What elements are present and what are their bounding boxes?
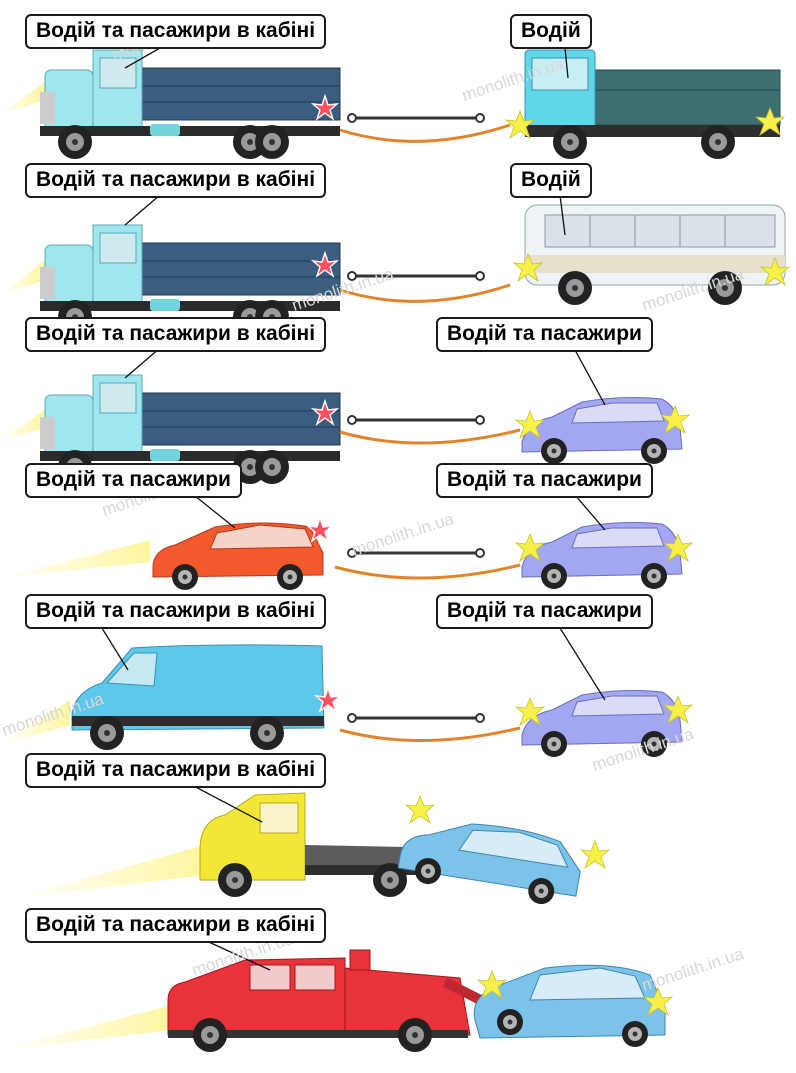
label-pointers xyxy=(99,47,606,971)
label-row4-left: Водій та пасажири xyxy=(25,463,242,498)
label-row7-left: Водій та пасажири в кабіні xyxy=(25,908,327,943)
label-row3-right: Водій та пасажири xyxy=(436,317,653,352)
row-3 xyxy=(0,375,690,484)
label-row2-left: Водій та пасажири в кабіні xyxy=(25,163,327,198)
label-row3-left: Водій та пасажири в кабіні xyxy=(25,317,327,352)
row-6 xyxy=(15,792,610,907)
label-row5-left: Водій та пасажири в кабіні xyxy=(25,594,327,629)
blue-car-on-flatbed xyxy=(397,823,581,907)
flexible-tow-rope xyxy=(339,123,511,143)
label-row4-right: Водій та пасажири xyxy=(436,463,653,498)
label-row6-left: Водій та пасажири в кабіні xyxy=(25,753,327,788)
label-row1-left: Водій та пасажири в кабіні xyxy=(25,14,327,49)
blue-hatchback-towed xyxy=(473,964,666,1047)
minivan-towed xyxy=(522,398,682,464)
row-5 xyxy=(0,645,693,757)
label-row2-right: Водій xyxy=(510,163,592,198)
label-row5-right: Водій та пасажири xyxy=(436,594,653,629)
suv-towing xyxy=(153,523,323,590)
row-7 xyxy=(0,949,673,1052)
row-1 xyxy=(0,50,785,159)
label-row1-right: Водій xyxy=(510,14,592,49)
row-2 xyxy=(0,205,790,334)
old-truck-towing xyxy=(40,50,340,159)
bus-towed xyxy=(525,205,785,305)
van-towing xyxy=(72,645,324,750)
row-4 xyxy=(0,517,693,590)
